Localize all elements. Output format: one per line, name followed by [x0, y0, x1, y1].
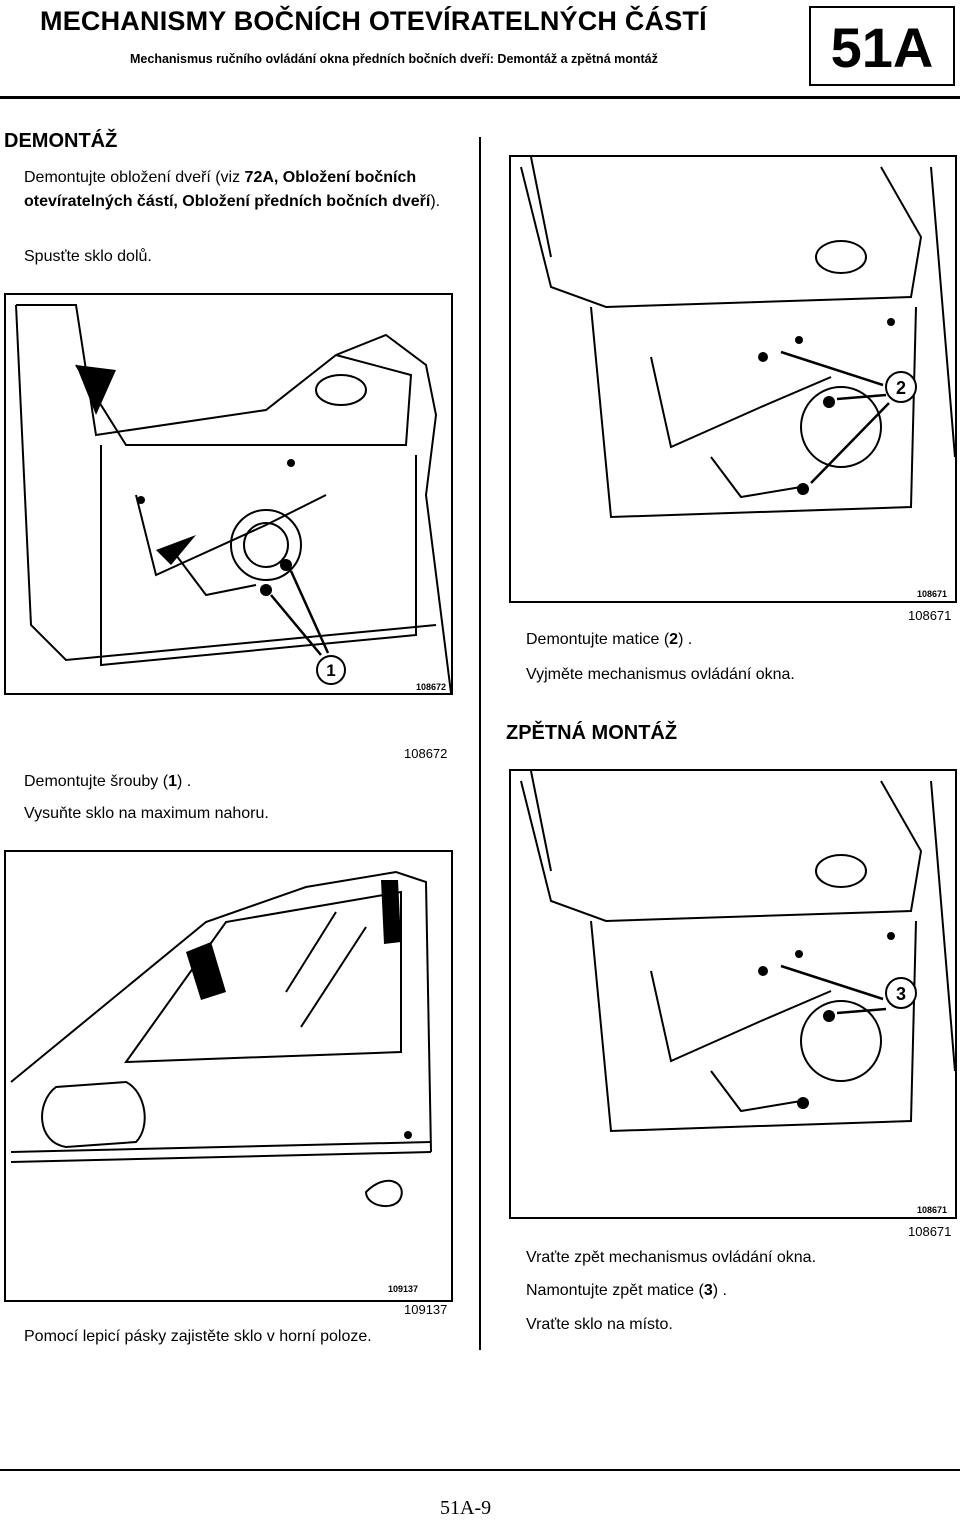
figure-ref-number: 108671 [908, 1224, 952, 1239]
removal-step-6: Demontujte matice (2) . [526, 628, 692, 652]
removal-step-7: Vyjměte mechanismus ovládání okna. [526, 666, 795, 683]
door-nuts-drawing: 2 108671 [520, 156, 956, 599]
door-screws-drawing: 1 108672 [15, 304, 452, 694]
header-rule [0, 96, 960, 99]
step-text: Demontujte šrouby ( [24, 773, 169, 790]
callout-label: 2 [896, 378, 906, 398]
column-divider [479, 137, 481, 1350]
door-nuts-refit-drawing: 3 108671 [520, 770, 956, 1215]
removal-step-1: Demontujte obložení dveří (viz 72A, Oblo… [24, 166, 464, 214]
figure-door-taped-glass: 109137 [4, 850, 453, 1302]
refit-heading: ZPĚTNÁ MONTÁŽ [506, 722, 678, 744]
refit-step-1: Vraťte zpět mechanismus ovládání okna. [526, 1249, 817, 1266]
figure-id: 108671 [917, 1205, 947, 1215]
header-title: MECHANISMY BOČNÍCH OTEVÍRATELNÝCH ČÁSTÍ [40, 6, 707, 36]
header-subtitle: Mechanismus ručního ovládání okna přední… [130, 52, 658, 66]
removal-step-2: Spusťte sklo dolů. [24, 248, 152, 265]
removal-step-3: Demontujte šrouby (1) . [24, 770, 191, 794]
step-text: Demontujte obložení dveří (viz [24, 169, 245, 186]
figure-door-nuts-refit: 3 108671 [509, 769, 957, 1219]
step-text: Demontujte matice ( [526, 631, 670, 648]
part-number: 3 [703, 1282, 713, 1299]
removal-step-4: Vysuňte sklo na maximum nahoru. [24, 805, 269, 822]
part-number: 1 [168, 773, 177, 790]
figure-id: 108672 [416, 682, 446, 692]
step-text: ) . [176, 773, 192, 790]
callout-label: 1 [326, 661, 335, 680]
part-number: 2 [669, 631, 679, 648]
figure-ref-number: 108672 [404, 746, 448, 761]
refit-step-3: Vraťte sklo na místo. [526, 1316, 673, 1333]
figure-ref-number: 109137 [404, 1302, 448, 1317]
step-text: Namontujte zpět matice ( [526, 1282, 704, 1299]
door-tape-drawing: 109137 [10, 870, 432, 1294]
figure-id: 108671 [917, 589, 947, 599]
removal-heading: DEMONTÁŽ [4, 130, 118, 152]
figure-ref-number: 108671 [908, 608, 952, 623]
figure-id: 109137 [388, 1284, 418, 1294]
page-number: 51A-9 [440, 1497, 492, 1519]
refit-step-2: Namontujte zpět matice (3) . [526, 1279, 727, 1303]
footer-rule [0, 1469, 960, 1471]
step-text: ). [430, 193, 441, 210]
step-text: ) . [678, 631, 693, 648]
step-text: ) . [712, 1282, 727, 1299]
removal-step-5: Pomocí lepicí pásky zajistěte sklo v hor… [24, 1328, 372, 1345]
callout-label: 3 [896, 984, 906, 1004]
section-code-box: 51A [809, 6, 955, 86]
figure-door-nuts-removal: 2 108671 [509, 155, 957, 603]
figure-door-screws: 1 108672 [4, 293, 453, 695]
cross-reference: 72A, Obložení bočních otevíratelných čás… [24, 169, 431, 210]
